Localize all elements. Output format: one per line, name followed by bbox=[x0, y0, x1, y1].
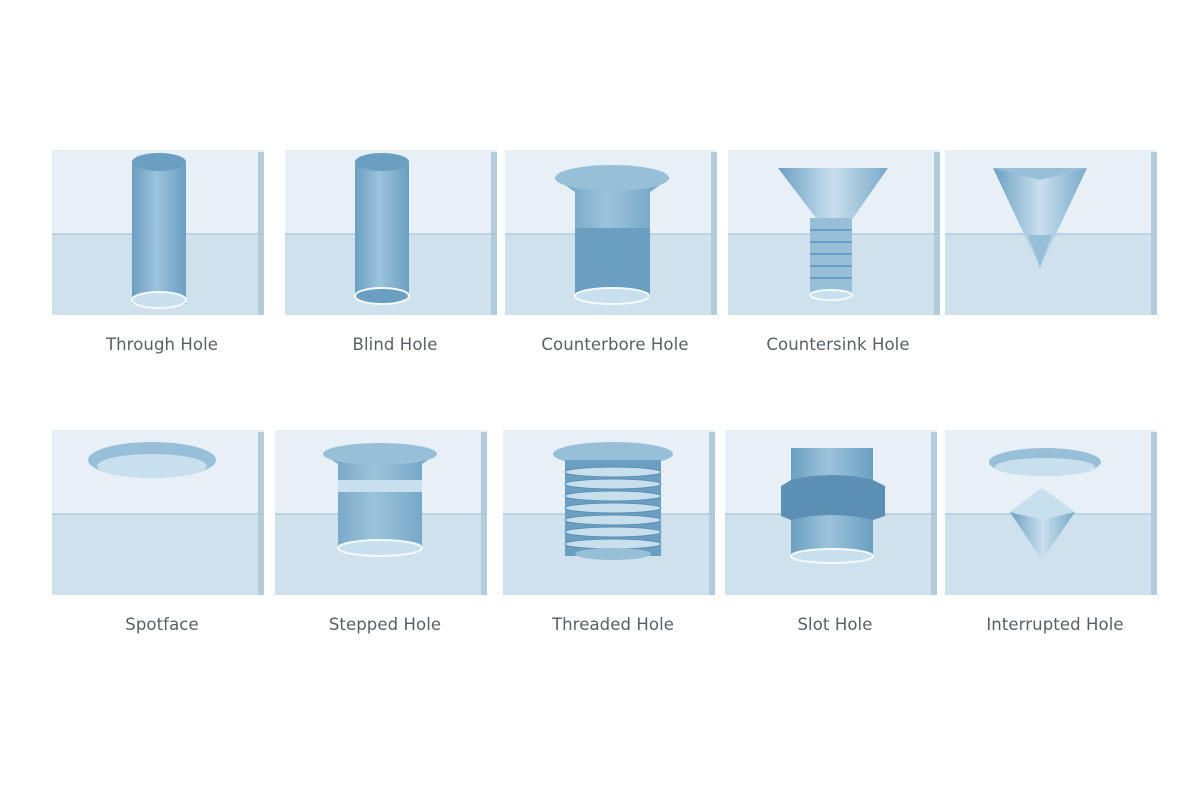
hole-shape bbox=[778, 168, 888, 301]
tile-stepped-hole: Stepped Hole bbox=[275, 430, 495, 634]
tile-interrupted-hole: Interrupted Hole bbox=[945, 430, 1165, 634]
block-front-face bbox=[52, 514, 264, 595]
hole-shape bbox=[88, 442, 216, 478]
caption: Interrupted Hole bbox=[986, 615, 1124, 634]
block-front-face bbox=[945, 234, 1157, 315]
tile-cone-hole bbox=[945, 150, 1165, 350]
hole-shape bbox=[354, 153, 410, 305]
hole-shape bbox=[323, 443, 437, 557]
threaded-hole-illustration bbox=[503, 430, 715, 595]
thread-lines bbox=[810, 229, 852, 279]
tile-countersink-hole: Countersink Hole bbox=[728, 150, 948, 354]
blind-hole-illustration bbox=[285, 150, 497, 315]
hole-shape bbox=[781, 448, 885, 564]
hole-shape bbox=[993, 168, 1087, 268]
tile-spotface: Spotface bbox=[52, 430, 272, 634]
hole-shape bbox=[553, 442, 673, 560]
caption: Slot Hole bbox=[797, 615, 873, 634]
caption: Countersink Hole bbox=[766, 335, 910, 354]
thread-rings bbox=[564, 466, 662, 550]
block bbox=[945, 150, 1157, 315]
block bbox=[52, 430, 264, 595]
interrupted-hole-illustration bbox=[945, 430, 1157, 595]
countersink-hole-illustration bbox=[728, 150, 940, 315]
slot-hole-illustration bbox=[725, 430, 937, 595]
caption: Blind Hole bbox=[352, 335, 438, 354]
through-hole-illustration bbox=[52, 150, 264, 315]
spotface-illustration bbox=[52, 430, 264, 595]
hole-shape bbox=[555, 165, 670, 305]
tile-through-hole: Through Hole bbox=[52, 150, 272, 354]
caption: Through Hole bbox=[105, 335, 219, 354]
hole-shape bbox=[131, 153, 187, 309]
caption: Counterbore Hole bbox=[541, 335, 689, 354]
tile-threaded-hole: Threaded Hole bbox=[503, 430, 723, 634]
tile-blind-hole: Blind Hole bbox=[285, 150, 505, 354]
caption: Stepped Hole bbox=[328, 615, 442, 634]
hole-shape bbox=[989, 448, 1101, 560]
tile-counterbore-hole: Counterbore Hole bbox=[505, 150, 725, 354]
stepped-hole-illustration bbox=[275, 430, 487, 595]
caption: Spotface bbox=[125, 615, 199, 634]
caption: Threaded Hole bbox=[551, 615, 675, 634]
tile-slot-hole: Slot Hole bbox=[725, 430, 945, 634]
cone-hole-illustration bbox=[945, 150, 1157, 315]
counterbore-hole-illustration bbox=[505, 150, 717, 315]
